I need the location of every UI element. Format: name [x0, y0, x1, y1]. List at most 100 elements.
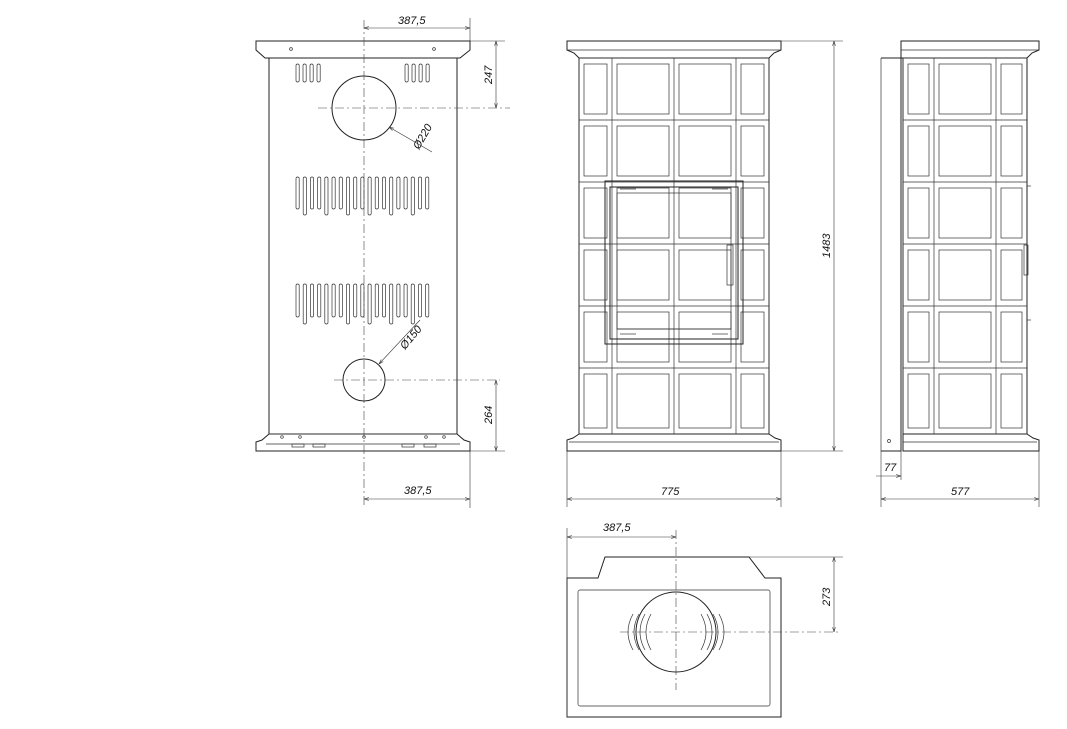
tile-panel [616, 373, 670, 429]
tile-panel [1000, 63, 1023, 115]
tile-panel [938, 249, 992, 301]
vent-slot [410, 176, 415, 216]
tile-panel [907, 187, 930, 239]
tile-panel [938, 311, 992, 363]
dim-rear-bottom-inlet-height: 264 [483, 406, 495, 425]
side-tile-body [902, 57, 1028, 435]
tile-panel [678, 125, 732, 177]
vent-slot [418, 63, 423, 83]
dim-rear-offset-bottom: 387,5 [404, 485, 432, 497]
tile-panel [616, 125, 670, 177]
vent-slot [403, 176, 408, 210]
vent-slot [310, 283, 314, 318]
dim-front-width: 775 [661, 486, 680, 498]
tile-panel [583, 249, 608, 301]
tile-panel [583, 311, 608, 363]
dim-rear-bottom-inlet-diameter: Ø150 [397, 323, 425, 353]
vent-slot [324, 283, 329, 325]
front-base [566, 433, 782, 452]
vent-slot [317, 176, 322, 210]
tile-panel [740, 125, 765, 177]
tile-panel [907, 63, 930, 115]
vent-slot [411, 63, 416, 83]
tile-panel [740, 63, 765, 115]
tile-panel [583, 125, 608, 177]
vent-slot [374, 283, 379, 318]
tile-panel [1000, 373, 1023, 429]
vent-slot [418, 283, 422, 318]
tile-panel [907, 373, 930, 429]
side-crown [900, 40, 1040, 59]
vent-slot [331, 176, 336, 210]
vent-slot [425, 176, 430, 210]
vent-slot [317, 283, 322, 318]
vent-slot [302, 176, 307, 216]
top-inner-panel [577, 589, 771, 707]
top-outline [566, 556, 782, 718]
vent-slot [367, 176, 372, 216]
tile-panel [1000, 125, 1023, 177]
vent-slot [389, 283, 394, 325]
rear-top-cap [255, 40, 471, 59]
vent-slot [310, 176, 314, 210]
dim-front-total-height: 1483 [821, 233, 833, 258]
vent-slot [346, 283, 350, 325]
vent-slot [382, 176, 386, 210]
rear-upper-vent-slots [295, 176, 430, 216]
vent-slot [360, 283, 365, 318]
tile-panel [740, 373, 765, 429]
tile-panel [678, 249, 732, 301]
vent-slot [404, 63, 409, 83]
vent-slot [309, 63, 314, 83]
dim-plan-depth: 273 [821, 587, 833, 607]
tile-panel [938, 63, 992, 115]
tile-panel [740, 249, 765, 301]
vent-slot [410, 283, 415, 325]
side-tile-grid [902, 57, 1027, 434]
vent-slot [302, 63, 307, 83]
tile-panel [1000, 249, 1023, 301]
vent-slot [389, 176, 394, 216]
side-view: 77 577 [876, 40, 1040, 507]
tile-panel [1000, 311, 1023, 363]
vent-slot [360, 176, 365, 210]
dim-rear-offset-top: 387,5 [398, 15, 426, 27]
vent-slot [382, 283, 386, 318]
rear-lower-vent-slots [295, 283, 430, 325]
vent-slot [374, 176, 379, 210]
side-base [902, 433, 1040, 452]
tile-panel [616, 63, 670, 115]
tile-panel [938, 373, 992, 429]
vent-slot [425, 63, 430, 83]
vent-slot [346, 176, 350, 216]
vent-slot [396, 176, 401, 210]
vent-slot [302, 283, 307, 325]
top-view: 387,5 273 [566, 522, 843, 718]
vent-slot [425, 283, 430, 318]
rear-base [255, 433, 471, 452]
vent-slot [295, 283, 300, 318]
vent-slot [295, 63, 300, 83]
tile-panel [678, 63, 732, 115]
tile-panel [583, 373, 608, 429]
tile-panel [740, 311, 765, 363]
tile-panel [678, 311, 732, 363]
side-rear-plate [881, 57, 902, 452]
tile-panel [938, 187, 992, 239]
vent-slot [295, 176, 300, 210]
vent-slot [331, 283, 336, 318]
tile-panel [616, 187, 670, 239]
tile-panel [678, 187, 732, 239]
side-door-handle [1023, 244, 1029, 276]
vent-slot [367, 283, 372, 325]
vent-slot [403, 283, 408, 318]
dim-plan-offset: 387,5 [603, 522, 631, 534]
dim-rear-top-flue-diameter: Ø220 [411, 121, 436, 152]
front-view: 1483 775 [566, 40, 843, 507]
vent-slot [353, 176, 358, 210]
tile-panel [907, 125, 930, 177]
dim-rear-top-flue-height: 247 [483, 65, 495, 85]
tile-panel [1000, 187, 1023, 239]
